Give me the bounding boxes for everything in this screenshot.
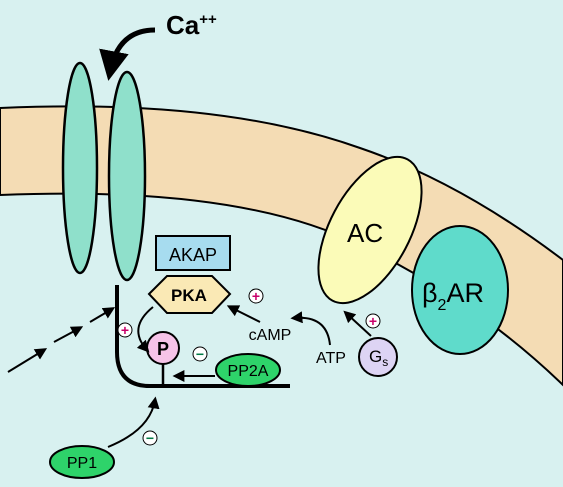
pka-hexagon [147,275,232,314]
calcium-label: Ca++ [166,10,217,40]
channel-tail [115,285,290,388]
pp2a-label: PP2A [228,363,269,380]
pka-to-phospho-arrow [136,306,154,353]
calcium-entry-arrow [99,27,156,81]
atp-label: ATP [316,350,346,367]
svg-text:+: + [369,313,377,329]
pp1-label: PP1 [67,455,97,472]
minus-sign-pp1: − [142,430,158,446]
pp1-to-tail-arrow [107,396,160,448]
svg-text:−: − [196,346,204,362]
channel-subunit-left [61,61,99,275]
upstream-arrow-upper [89,307,116,323]
channel-subunit-right [107,70,147,282]
camp-to-pka-arrow [226,305,261,323]
gs-label: Gs [369,347,388,369]
pp2a-oval [215,353,281,387]
akap-box [155,235,231,271]
upstream-arrow-lower [7,348,48,373]
ac-label: AC [347,218,383,248]
gs-to-ac-arrow [343,310,372,337]
svg-text:−: − [146,430,154,446]
phospho-label: P [157,339,169,359]
akap-label: AKAP [169,245,217,265]
atp-to-camp-arrow [290,311,331,346]
adenylyl-cyclase [317,155,423,305]
gs-protein [358,337,398,377]
receptor-label: β2AR [422,278,484,314]
plus-sign-camp: + [248,288,264,304]
plus-sign-pka: + [117,322,133,338]
beta2-receptor [411,225,509,355]
plus-sign-gs: + [365,313,381,329]
upstream-arrow-middle [53,326,84,343]
pka-label: PKA [171,286,207,305]
minus-sign-pp2a: − [192,346,208,362]
camp-label: cAMP [249,327,292,344]
pp1-oval [49,445,115,479]
svg-text:+: + [121,322,129,338]
svg-text:+: + [252,288,260,304]
